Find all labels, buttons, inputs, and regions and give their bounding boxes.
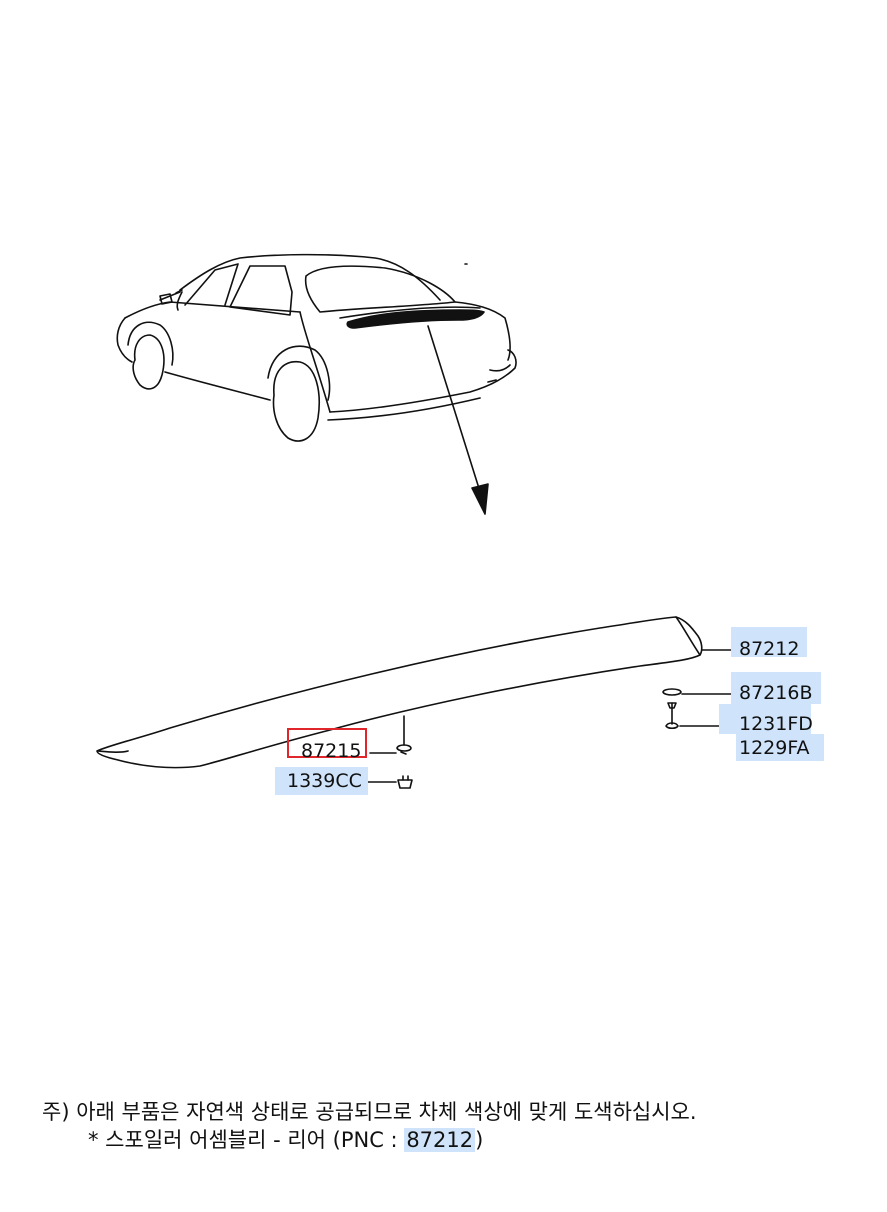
note-line2-prefix: * 스포일러 어셈블리 - 리어 (PNC : bbox=[88, 1128, 405, 1152]
note-line2-suffix: ) bbox=[475, 1128, 484, 1152]
part-label-1229fa[interactable]: 1229FA bbox=[736, 734, 824, 761]
part-label-87215[interactable]: 87215 bbox=[287, 728, 367, 762]
nut-1339cc bbox=[397, 779, 413, 789]
note-pnc-link[interactable]: 87212 bbox=[404, 1128, 476, 1152]
paint-note-line2: * 스포일러 어셈블리 - 리어 (PNC : 87212) bbox=[88, 1126, 483, 1154]
clip-87215 bbox=[396, 744, 412, 752]
washer-87216b bbox=[662, 688, 682, 696]
spoiler-location-mark bbox=[346, 309, 485, 329]
part-label-87212[interactable]: 87212 bbox=[731, 627, 807, 660]
arrow-head bbox=[471, 483, 489, 515]
part-label-87216b[interactable]: 87216B bbox=[731, 672, 821, 704]
spoiler-detail bbox=[96, 616, 703, 769]
car-illustration bbox=[116, 253, 517, 442]
part-label-1231fd[interactable]: 1231FD bbox=[719, 704, 813, 735]
part-label-1339cc[interactable]: 1339CC bbox=[275, 767, 368, 795]
screw-1231fd bbox=[665, 722, 679, 730]
paint-note-line1: 주) 아래 부품은 자연색 상태로 공급되므로 차체 색상에 맞게 도색하십시오… bbox=[42, 1100, 697, 1124]
